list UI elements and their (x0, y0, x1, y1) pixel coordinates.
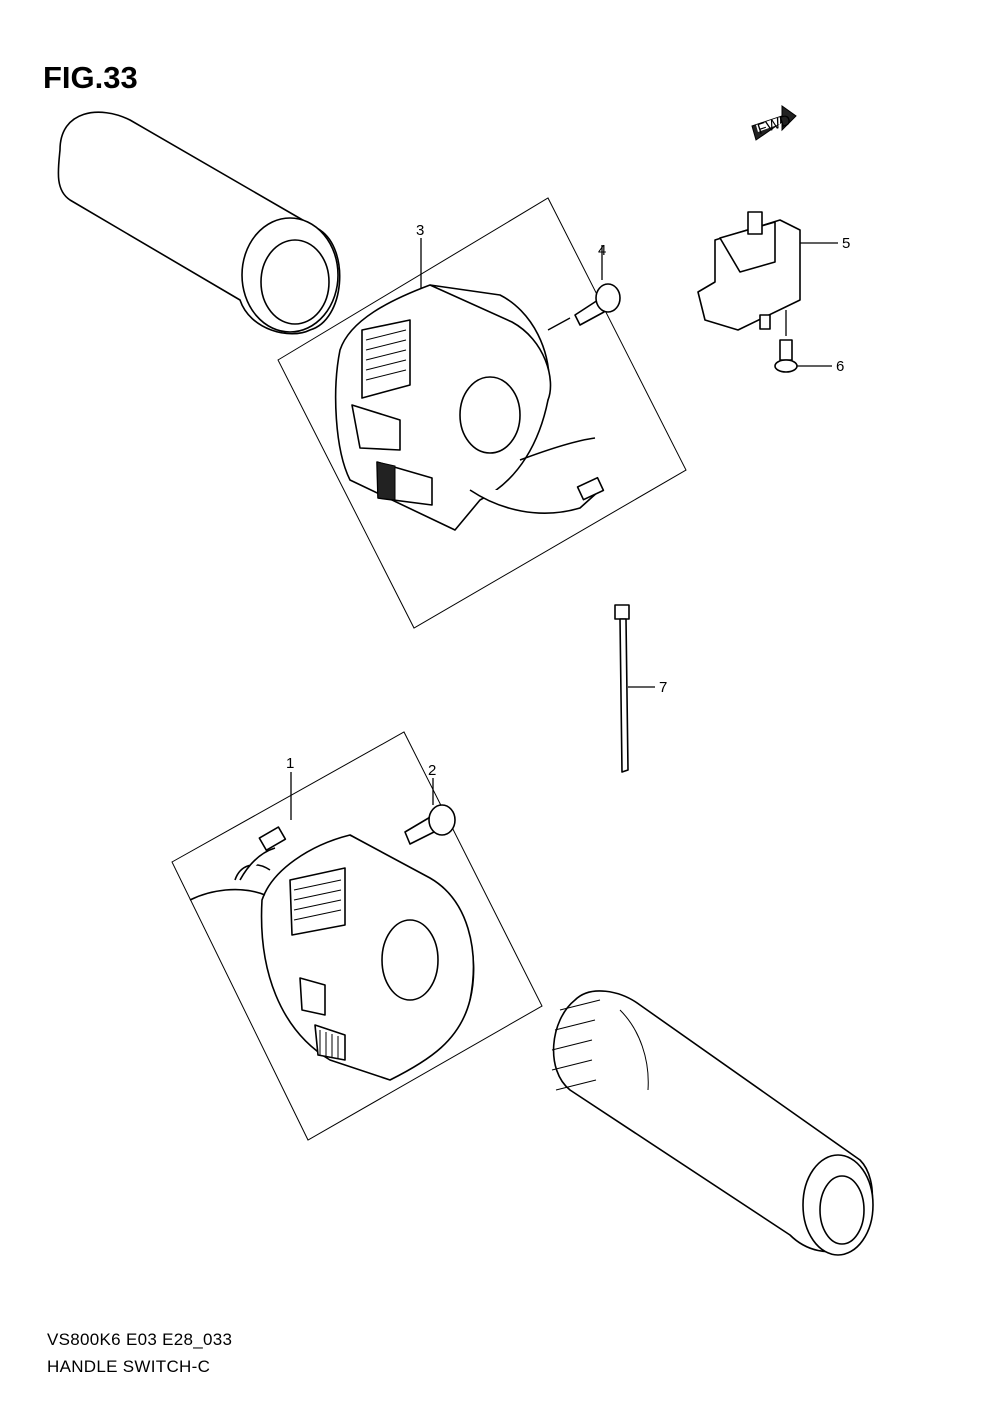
assembly-box-1 (171, 731, 543, 1141)
left-handle-switch (189, 826, 475, 1081)
callout-3: 3 (416, 222, 424, 239)
fwd-arrow-icon: FWD (751, 105, 797, 141)
left-grip (57, 111, 341, 335)
callout-1: 1 (286, 755, 294, 772)
model-code: VS800K6 E03 E28_033 (47, 1330, 233, 1349)
assembly-box-3 (277, 197, 687, 629)
fwd-label: FWD (755, 111, 793, 138)
callout-5: 5 (842, 235, 850, 252)
callout-7: 7 (659, 679, 667, 696)
callout-6: 6 (836, 358, 844, 375)
screw-2 (404, 778, 456, 845)
cable-tie-7 (614, 604, 655, 773)
right-grip (551, 990, 874, 1256)
callout-4: 4 (598, 242, 606, 259)
figure-title: FIG.33 (43, 60, 138, 95)
right-handle-switch (334, 284, 605, 531)
callout-2: 2 (428, 762, 436, 779)
screw-6 (774, 310, 832, 373)
section-name: HANDLE SWITCH-C (47, 1357, 211, 1376)
switch-5 (697, 211, 838, 331)
screw-4 (547, 245, 621, 331)
